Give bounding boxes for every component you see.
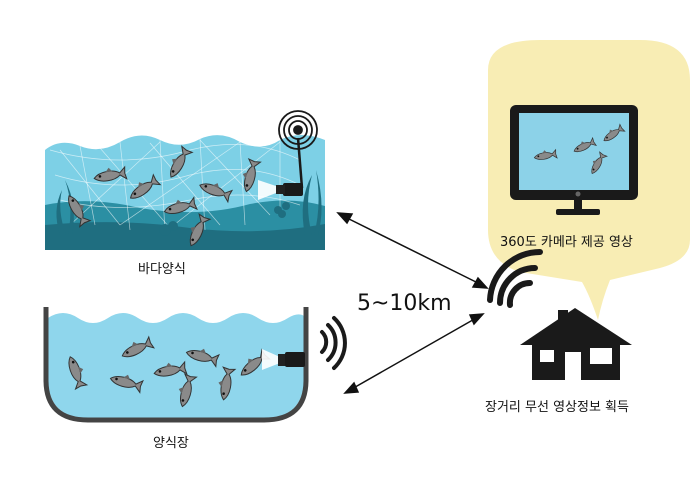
tank-farm-scene bbox=[43, 307, 309, 423]
transmission-arrows bbox=[336, 212, 489, 394]
distance-label: 5~10km bbox=[357, 291, 452, 316]
tank-farm-label: 양식장 bbox=[153, 436, 189, 451]
remote-receive-label: 장거리 무선 영상정보 획득 bbox=[485, 400, 629, 415]
monitor-icon bbox=[510, 105, 638, 215]
tank-signal-icon bbox=[320, 316, 347, 370]
underwater-camera-icon bbox=[258, 110, 318, 200]
camera-feed-label: 360도 카메라 제공 영상 bbox=[500, 235, 633, 250]
sea-farm-label: 바다양식 bbox=[138, 262, 186, 277]
sea-farm-scene bbox=[45, 135, 325, 250]
house-icon bbox=[520, 308, 632, 380]
tank-camera-icon bbox=[262, 349, 305, 370]
receiver-signal-icon bbox=[487, 248, 543, 308]
